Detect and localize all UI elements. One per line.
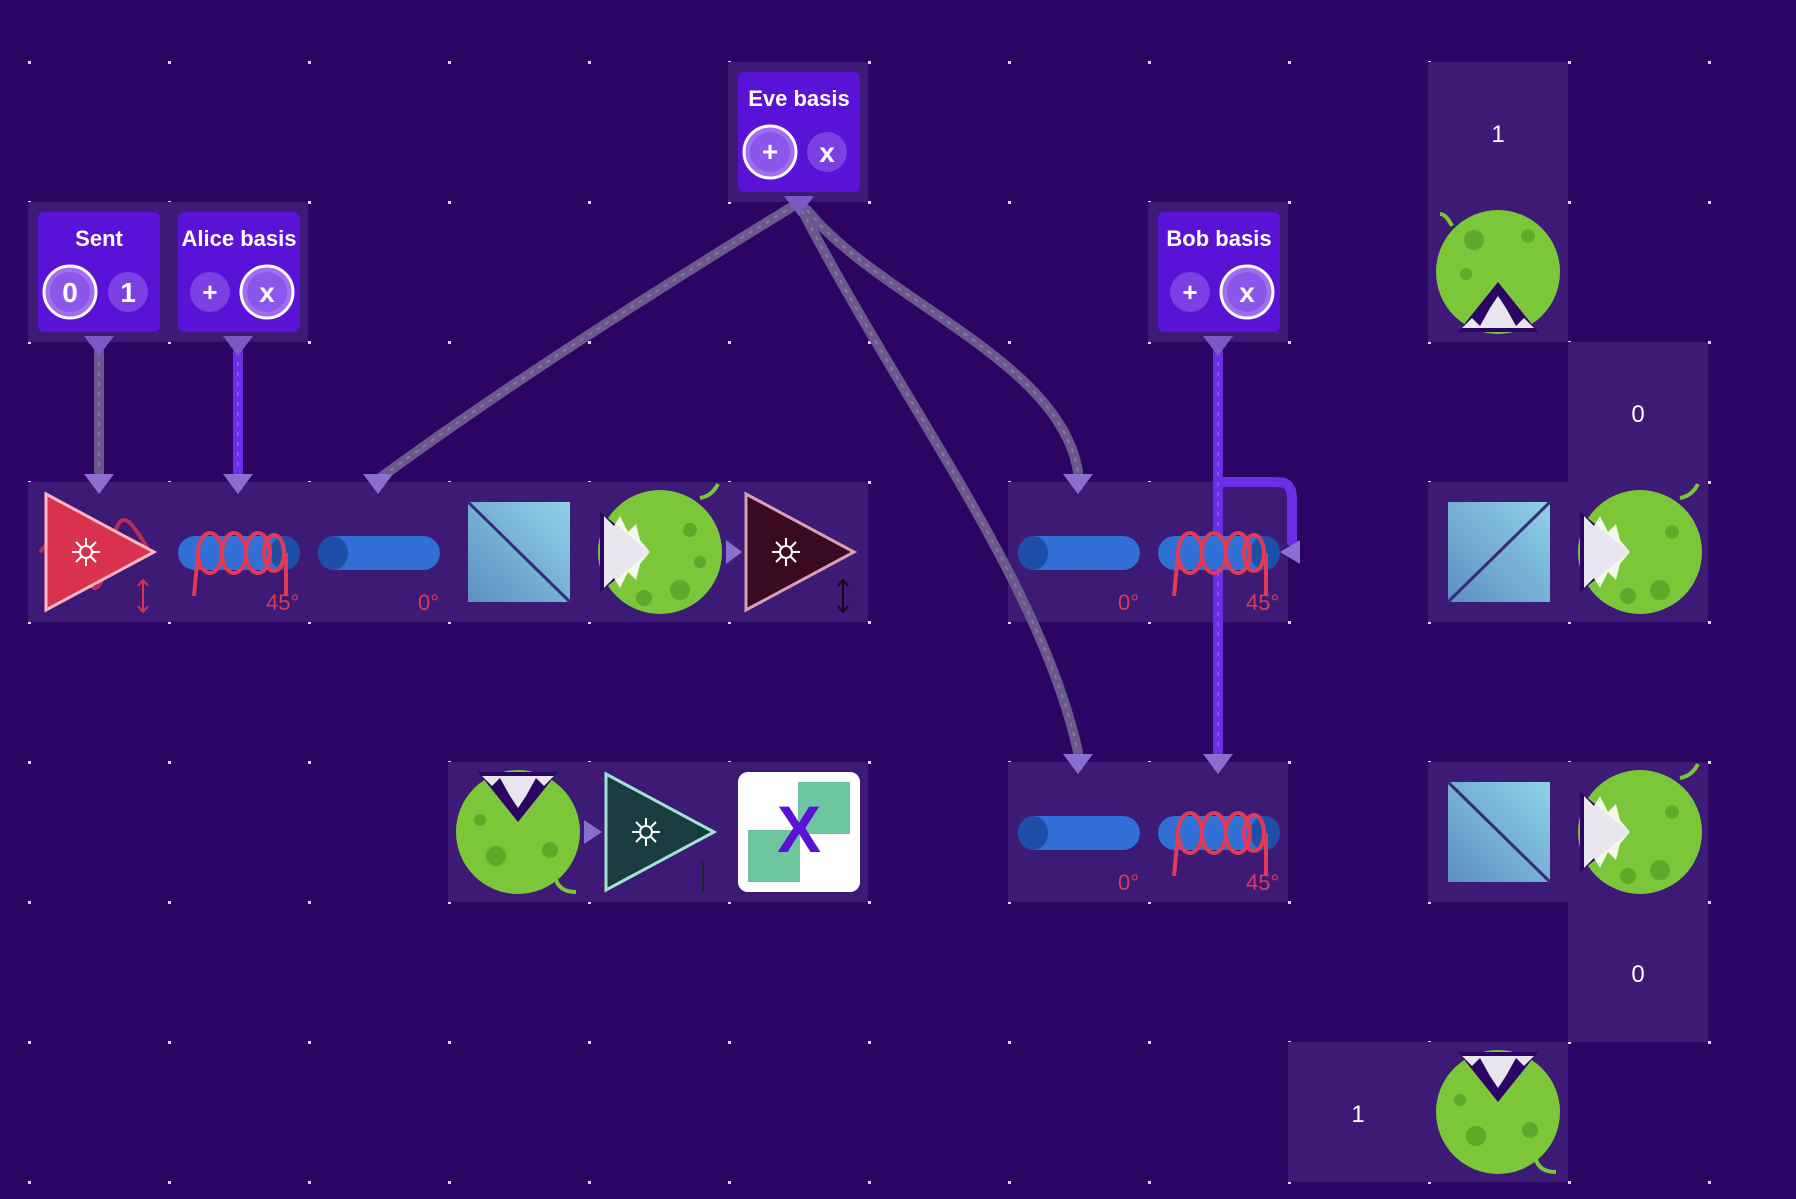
wire-eve-1: [375, 200, 800, 483]
svg-text:+: +: [202, 277, 217, 307]
bob-beam-splitter-upper[interactable]: [1446, 500, 1552, 604]
alice-polarization-rotator[interactable]: 45°: [178, 531, 300, 615]
svg-text:0: 0: [62, 277, 78, 308]
result-mismatch-icon: X: [777, 792, 821, 866]
polarization-arrow-icon: [137, 578, 149, 614]
detector-label-right-lower: 0: [1631, 961, 1644, 988]
bob-polarization-rotator[interactable]: 45°: [1158, 811, 1280, 895]
bob-phase-angle: 0°: [1118, 870, 1139, 895]
eve-phase-shifter[interactable]: 0°: [1018, 536, 1140, 615]
bob-basis-option-x[interactable]: x: [1219, 264, 1275, 320]
bob-phase-shifter[interactable]: 0°: [1018, 816, 1140, 895]
alice-basis-control: Alice basis + x: [178, 212, 300, 356]
bob-basis-option-plus[interactable]: +: [1170, 272, 1210, 312]
alice-basis-option-plus[interactable]: +: [190, 272, 230, 312]
svg-text:+: +: [762, 136, 778, 167]
sent-title: Sent: [75, 226, 123, 251]
bob-basis-control: Bob basis + x: [1158, 212, 1280, 356]
detector-label-right-upper: 0: [1631, 401, 1644, 428]
eve-basis-title: Eve basis: [748, 86, 850, 111]
eve-polarization-rotator[interactable]: 45°: [1158, 531, 1280, 615]
alice-rotator-angle: 45°: [266, 590, 299, 615]
bob-beam-splitter-lower[interactable]: [1446, 780, 1552, 884]
alice-basis-option-x[interactable]: x: [239, 264, 295, 320]
alice-basis-title: Alice basis: [182, 226, 297, 251]
bob-detector-right-upper: [1578, 483, 1702, 614]
sent-control: Sent 0 1: [38, 212, 160, 356]
detector-label-top: 1: [1491, 121, 1504, 148]
alice-phase-angle: 0°: [418, 590, 439, 615]
eve-basis-option-plus[interactable]: +: [742, 124, 798, 180]
eve-basis-option-x[interactable]: x: [807, 132, 847, 172]
sent-option-0[interactable]: 0: [42, 264, 98, 320]
bob-rotator-angle: 45°: [1246, 870, 1279, 895]
eve-beam-splitter[interactable]: [466, 500, 572, 604]
eve-resend-laser[interactable]: [744, 491, 858, 614]
svg-text:x: x: [259, 277, 275, 308]
eve-detector: [598, 483, 742, 614]
bob-basis-title: Bob basis: [1166, 226, 1271, 251]
wire-bob-branch: [1213, 477, 1297, 547]
alice-phase-shifter[interactable]: 0°: [318, 536, 440, 615]
bob-detector-right-lower: [1578, 763, 1702, 894]
svg-text:1: 1: [120, 277, 136, 308]
wire-eve-2: [797, 205, 1083, 757]
bob-detector-top: [1436, 210, 1560, 334]
polarization-arrow-icon: [837, 578, 849, 614]
eve-laser-lower[interactable]: [604, 771, 718, 893]
eve-basis-output-port: [784, 196, 814, 216]
detector-label-bottom: 1: [1351, 1101, 1364, 1128]
eve-rotator-angle: 45°: [1246, 590, 1279, 615]
wire-eve-3: [802, 205, 1083, 477]
eve-detector-lower: [456, 770, 602, 894]
result-indicator: X: [738, 772, 860, 892]
svg-text:x: x: [819, 137, 835, 168]
bob-detector-bottom: [1436, 1050, 1560, 1174]
eve-basis-control: Eve basis + x: [738, 72, 860, 216]
svg-text:x: x: [1239, 277, 1255, 308]
alice-laser[interactable]: [38, 491, 158, 614]
alice-basis-output-port: [223, 336, 253, 356]
sent-option-1[interactable]: 1: [108, 272, 148, 312]
svg-text:+: +: [1182, 277, 1197, 307]
eve-phase-angle: 0°: [1118, 590, 1139, 615]
laser-star-icon: [72, 538, 100, 566]
sent-output-port: [84, 336, 114, 356]
input-ports: [84, 474, 1300, 774]
bob-basis-output-port: [1203, 336, 1233, 356]
